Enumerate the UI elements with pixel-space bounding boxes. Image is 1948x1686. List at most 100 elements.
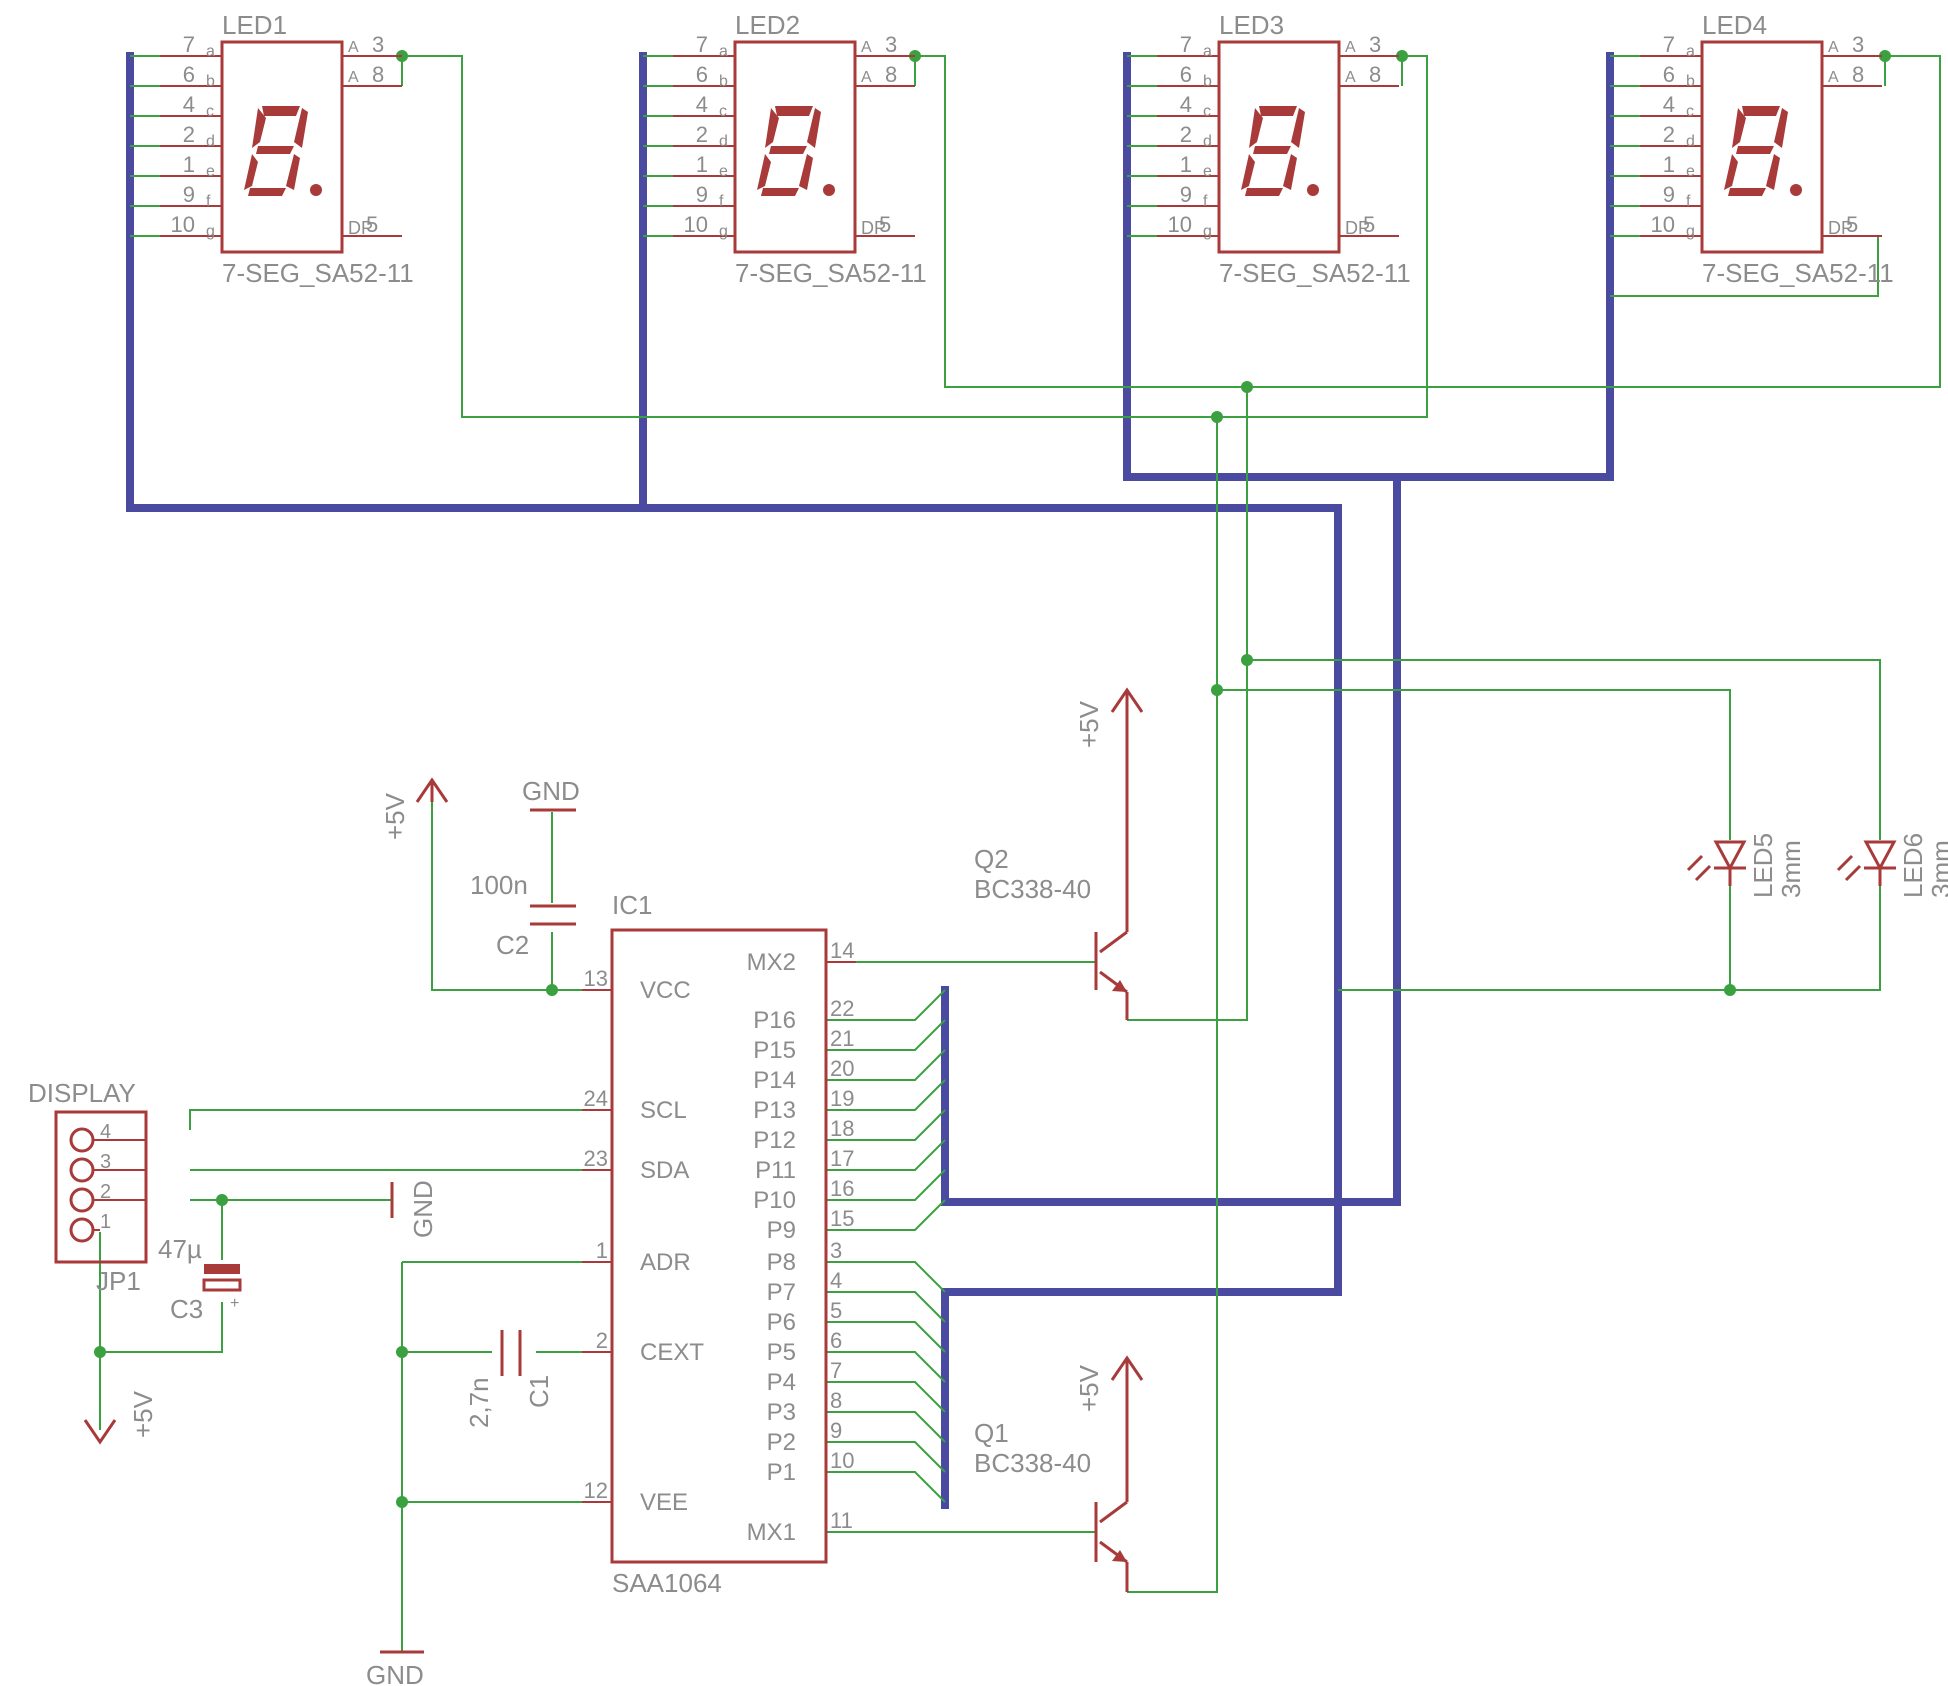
led2-anode-name: A [861, 69, 872, 86]
led2-pin-name: f [719, 193, 724, 210]
jp1-ref: JP1 [96, 1266, 141, 1296]
led1-pin-num: 9 [183, 182, 195, 207]
led1-pin-name: a [206, 43, 215, 60]
led4-pin-num: 7 [1663, 32, 1675, 57]
led1-anode-num: 3 [372, 32, 384, 57]
capacitor-c3: + 47µ C3 [158, 1234, 242, 1324]
ic1-right-pin-name: P6 [767, 1309, 796, 1336]
gnd-label-jp1: GND [408, 1180, 438, 1238]
led1-pin-num: 4 [183, 92, 195, 117]
led2-pin-num: 1 [696, 152, 708, 177]
ic1-left-pin-num: 13 [584, 966, 608, 991]
led6-value: 3mm [1926, 840, 1948, 898]
led3-anode-num: 3 [1369, 32, 1381, 57]
led4-ref: LED4 [1702, 10, 1767, 40]
led2-ref: LED2 [735, 10, 800, 40]
led4-pin-num: 1 [1663, 152, 1675, 177]
ic1-right-pin-num: 18 [830, 1116, 854, 1141]
jp1-pin-1: 1 [100, 1211, 111, 1233]
ic1-left-pin-name: ADR [640, 1249, 691, 1276]
ic1-right-pin-name: P10 [753, 1187, 796, 1214]
led4-pin-num: 9 [1663, 182, 1675, 207]
led1-pin-name: g [206, 223, 215, 240]
jp1-pin-3: 3 [100, 1151, 111, 1173]
led1-dp-num: 5 [366, 212, 378, 237]
ic1-left-pin-name: SCL [640, 1097, 687, 1124]
led3-anode-name: A [1345, 69, 1356, 86]
jp1-pin-4: 4 [100, 1121, 111, 1143]
led1-pin-num: 2 [183, 122, 195, 147]
led4-pin-num: 6 [1663, 62, 1675, 87]
led4-dp-name: DP [1828, 218, 1853, 238]
led2-pin-name: d [719, 133, 728, 150]
ic1-right-pin-num: 21 [830, 1026, 854, 1051]
ic1-right-pin-name: P4 [767, 1369, 796, 1396]
ic1-right-pin-num: 9 [830, 1418, 842, 1443]
led4-pin-name: a [1686, 43, 1695, 60]
led3-pin-name: d [1203, 133, 1212, 150]
led2-pin-num: 10 [684, 212, 708, 237]
power-symbols: +5V GND GND +5V [83, 777, 449, 1686]
led4-pin-name: g [1686, 223, 1695, 240]
led3-pin-num: 4 [1180, 92, 1192, 117]
gnd-label-bottom: GND [366, 1660, 424, 1686]
led3-pin-num: 7 [1180, 32, 1192, 57]
led2-pin-num: 6 [696, 62, 708, 87]
ic1-value: SAA1064 [612, 1568, 722, 1598]
ic1-right-pin-num: 16 [830, 1176, 854, 1201]
led4-pin-name: b [1686, 73, 1695, 90]
digit-8-icon [757, 106, 835, 196]
led3-pin-num: 10 [1168, 212, 1192, 237]
ic1-right-pin-name: P15 [753, 1037, 796, 1064]
led1-dp-name: DP [348, 218, 373, 238]
gnd-label-c2: GND [522, 776, 580, 806]
led4-pin-num: 4 [1663, 92, 1675, 117]
c3-value: 47µ [158, 1234, 202, 1264]
led4-pin-name: f [1686, 193, 1691, 210]
ic1-right-pin-name: P11 [755, 1157, 796, 1184]
ic1-right-pin-name: P5 [767, 1339, 796, 1366]
led3-pin-name: b [1203, 73, 1212, 90]
led6-ref: LED6 [1898, 833, 1928, 898]
display-led3: LED3 7-SEG_SA52-11 [1157, 10, 1411, 288]
transistor-q2: Q2 BC338-40 +5V [974, 687, 1144, 1020]
led4-pin-num: 2 [1663, 122, 1675, 147]
led5-diode: LED5 3mm [1686, 833, 1806, 898]
led1-pin-num: 10 [171, 212, 195, 237]
led3-anode-name: A [1345, 39, 1356, 56]
ic1-right-pin-name: P14 [753, 1067, 796, 1094]
led2-pin-num: 4 [696, 92, 708, 117]
q1-vcc-label: +5V [1074, 1364, 1104, 1412]
q1-value: BC338-40 [974, 1448, 1091, 1478]
display-led2: LED2 7-SEG_SA52-11 [673, 10, 927, 288]
ic1-right-pin-name: P13 [753, 1097, 796, 1124]
led2-dp-num: 5 [879, 212, 891, 237]
led1-pin-name: d [206, 133, 215, 150]
led3-pin-num: 6 [1180, 62, 1192, 87]
led1-anode-num: 8 [372, 62, 384, 87]
led3-dp-num: 5 [1363, 212, 1375, 237]
ic1-right-pin-num: 3 [830, 1238, 842, 1263]
led3-pin-num: 1 [1180, 152, 1192, 177]
connector-jp1: 4 3 2 1 DISPLAY JP1 [28, 1078, 148, 1296]
ic1-left-pin-name: VEE [640, 1489, 688, 1516]
led2-value: 7-SEG_SA52-11 [735, 258, 927, 288]
ic1-left-pin-name: VCC [640, 977, 691, 1004]
led3-pin-name: c [1203, 103, 1211, 120]
led5-value: 3mm [1776, 840, 1806, 898]
led2-pin-name: a [719, 43, 728, 60]
capacitor-c2: GND 100n C2 [470, 776, 580, 960]
led3-value: 7-SEG_SA52-11 [1219, 258, 1411, 288]
ic1-right-pin-num: 19 [830, 1086, 854, 1111]
ic1-right-pin-num: 5 [830, 1298, 842, 1323]
ic1-right-pin-num: 11 [830, 1508, 853, 1533]
led4-anode-name: A [1828, 69, 1839, 86]
led2-pin-name: e [719, 163, 728, 180]
q2-ref: Q2 [974, 844, 1009, 874]
led4-dp-num: 5 [1846, 212, 1858, 237]
ic1-right-pin-name: P9 [767, 1217, 796, 1244]
c2-ref: C2 [496, 930, 529, 960]
led2-anode-name: A [861, 39, 872, 56]
ic1-right-pin-num: 4 [830, 1268, 842, 1293]
